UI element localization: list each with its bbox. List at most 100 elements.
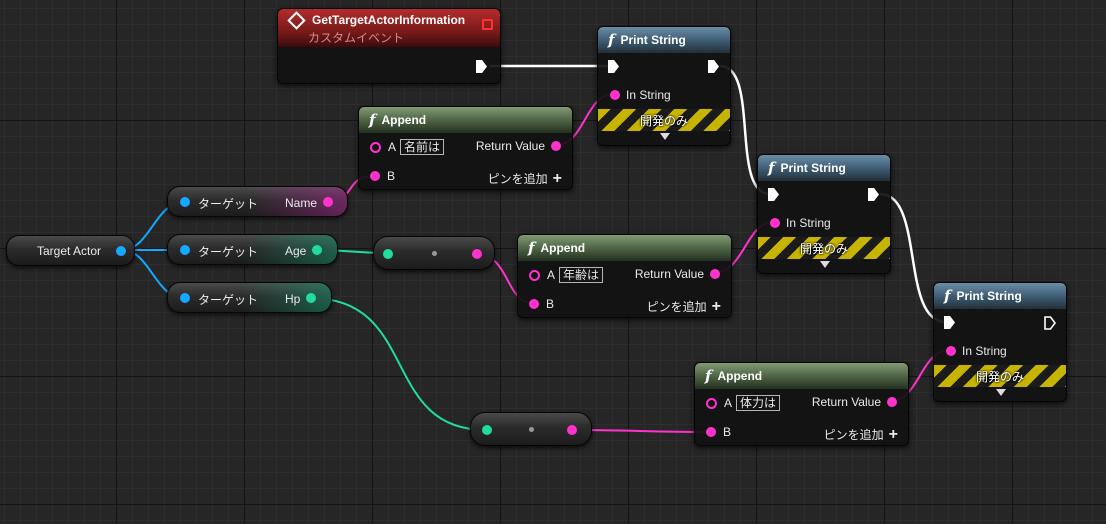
exec-out-icon (708, 60, 719, 73)
function-icon: f (528, 239, 535, 257)
print-string-header-2[interactable]: f Print String (758, 155, 890, 181)
append-node-3[interactable]: f Append A 体力は B Return Value ピンを追加 + (694, 362, 909, 446)
print-string-1-exec-in-pin[interactable] (608, 60, 619, 73)
target-pin-icon[interactable] (180, 245, 190, 255)
float-pin-icon[interactable] (306, 293, 316, 303)
print-string-2-exec-out-pin[interactable] (868, 188, 879, 201)
integer-pin-icon[interactable] (312, 245, 322, 255)
append-header-1[interactable]: f Append (359, 107, 572, 133)
string-pin-hollow-icon (706, 397, 717, 409)
get-age-property-label: Age (285, 244, 307, 258)
append-header-3[interactable]: f Append (695, 363, 908, 389)
append-2-a-pin[interactable]: A 年齢は (529, 267, 604, 283)
print-string-3-exec-in-pin[interactable] (944, 316, 955, 329)
target-pin-icon[interactable] (180, 293, 190, 303)
expand-arrow-icon[interactable] (660, 133, 670, 140)
append-1-b-pin[interactable]: B (370, 169, 395, 183)
to-string-conversion-node-1[interactable] (373, 236, 495, 270)
object-pin-icon[interactable] (116, 246, 126, 256)
expand-arrow-icon[interactable] (820, 261, 830, 268)
exec-out-icon (868, 188, 879, 201)
print-string-header-1[interactable]: f Print String (598, 27, 730, 53)
append-3-return-pin[interactable]: Return Value (812, 395, 897, 409)
event-diamond-icon (287, 10, 306, 30)
to-string-conversion-node-2[interactable] (470, 412, 592, 446)
append-3-a-pin[interactable]: A 体力は (706, 395, 781, 411)
custom-event-node[interactable]: GetTargetActorInformation カスタムイベント (277, 8, 501, 84)
target-pin-icon[interactable] (180, 197, 190, 207)
print-string-header-3[interactable]: f Print String (934, 283, 1066, 309)
plus-icon: + (552, 169, 562, 187)
print-string-node-1[interactable]: f Print String In String 開発のみ (597, 26, 731, 146)
append-1-a-pin[interactable]: A 名前は (370, 139, 445, 155)
append-2-b-pin[interactable]: B (529, 297, 554, 311)
get-hp-node[interactable]: ターゲット Hp (167, 282, 332, 313)
print-string-title-1: Print String (620, 33, 686, 47)
print-string-node-2[interactable]: f Print String In String 開発のみ (757, 154, 891, 274)
append-node-1[interactable]: f Append A 名前は B Return Value ピンを追加 + (358, 106, 573, 190)
development-only-banner-3: 開発のみ (934, 365, 1066, 387)
string-pin-icon[interactable] (323, 197, 333, 207)
exec-in-icon (608, 60, 619, 73)
append-3-add-pin-button[interactable]: ピンを追加 + (824, 426, 898, 443)
function-icon: f (705, 367, 712, 385)
print-string-1-exec-out-pin[interactable] (708, 60, 719, 73)
a-pin-label: A (724, 396, 733, 410)
get-age-node[interactable]: ターゲット Age (167, 234, 338, 265)
append-3-a-input[interactable]: 体力は (736, 395, 781, 411)
in-string-label: In String (626, 88, 671, 102)
print-string-2-in-string-pin[interactable]: In String (770, 216, 831, 230)
append-node-2[interactable]: f Append A 年齢は B Return Value ピンを追加 + (517, 234, 732, 318)
development-only-banner-2: 開発のみ (758, 237, 890, 259)
get-age-target-label: ターゲット (198, 245, 259, 259)
print-string-1-in-string-pin[interactable]: In String (610, 88, 671, 102)
b-pin-label: B (387, 169, 396, 183)
string-wire-reroute2-to-append3 (571, 429, 711, 433)
string-pin-icon[interactable] (567, 425, 577, 435)
development-only-label: 開発のみ (639, 113, 688, 128)
print-string-node-3[interactable]: f Print String In String 開発のみ (933, 282, 1067, 402)
get-name-target-label: ターゲット (198, 197, 259, 211)
exec-in-icon (944, 316, 955, 329)
append-1-return-pin[interactable]: Return Value (476, 139, 561, 153)
append-header-2[interactable]: f Append (518, 235, 731, 261)
plus-icon: + (888, 425, 898, 443)
get-hp-target-label: ターゲット (198, 293, 259, 307)
integer-pin-icon[interactable] (383, 249, 393, 259)
function-icon: f (369, 111, 376, 129)
event-delegate-pin-icon[interactable] (482, 19, 493, 30)
expand-arrow-icon[interactable] (996, 389, 1006, 396)
append-1-add-pin-button[interactable]: ピンを追加 + (488, 170, 562, 187)
numeric-wire-hp-to-reroute2 (309, 297, 487, 431)
a-pin-label: A (388, 140, 397, 154)
append-2-add-pin-button[interactable]: ピンを追加 + (647, 298, 721, 315)
string-pin-hollow-icon (370, 141, 381, 153)
exec-in-icon (768, 188, 779, 201)
exec-out-hollow-icon (1044, 316, 1056, 330)
append-2-a-input[interactable]: 年齢は (559, 267, 604, 283)
string-pin-icon (770, 218, 780, 228)
append-title-1: Append (381, 113, 427, 127)
development-only-label: 開発のみ (975, 369, 1024, 384)
print-string-title-2: Print String (780, 161, 846, 175)
append-3-b-pin[interactable]: B (706, 425, 731, 439)
print-string-2-exec-in-pin[interactable] (768, 188, 779, 201)
append-title-2: Append (540, 241, 586, 255)
float-pin-icon[interactable] (482, 425, 492, 435)
string-pin-icon[interactable] (472, 249, 482, 259)
string-pin-icon (710, 269, 720, 279)
get-name-node[interactable]: ターゲット Name (167, 186, 348, 217)
return-value-label: Return Value (475, 139, 545, 153)
in-string-label: In String (962, 344, 1007, 358)
append-2-return-pin[interactable]: Return Value (635, 267, 720, 281)
target-actor-variable-node[interactable]: Target Actor (6, 235, 135, 266)
custom-event-header[interactable]: GetTargetActorInformation カスタムイベント (278, 9, 500, 47)
exec-out-icon (476, 60, 487, 73)
function-icon: f (608, 31, 615, 49)
append-1-a-input[interactable]: 名前は (400, 139, 445, 155)
print-string-3-in-string-pin[interactable]: In String (946, 344, 1007, 358)
return-value-label: Return Value (811, 395, 881, 409)
event-exec-out-pin[interactable] (476, 60, 487, 73)
target-actor-label: Target Actor (37, 244, 102, 258)
print-string-3-exec-out-pin[interactable] (1044, 316, 1056, 330)
